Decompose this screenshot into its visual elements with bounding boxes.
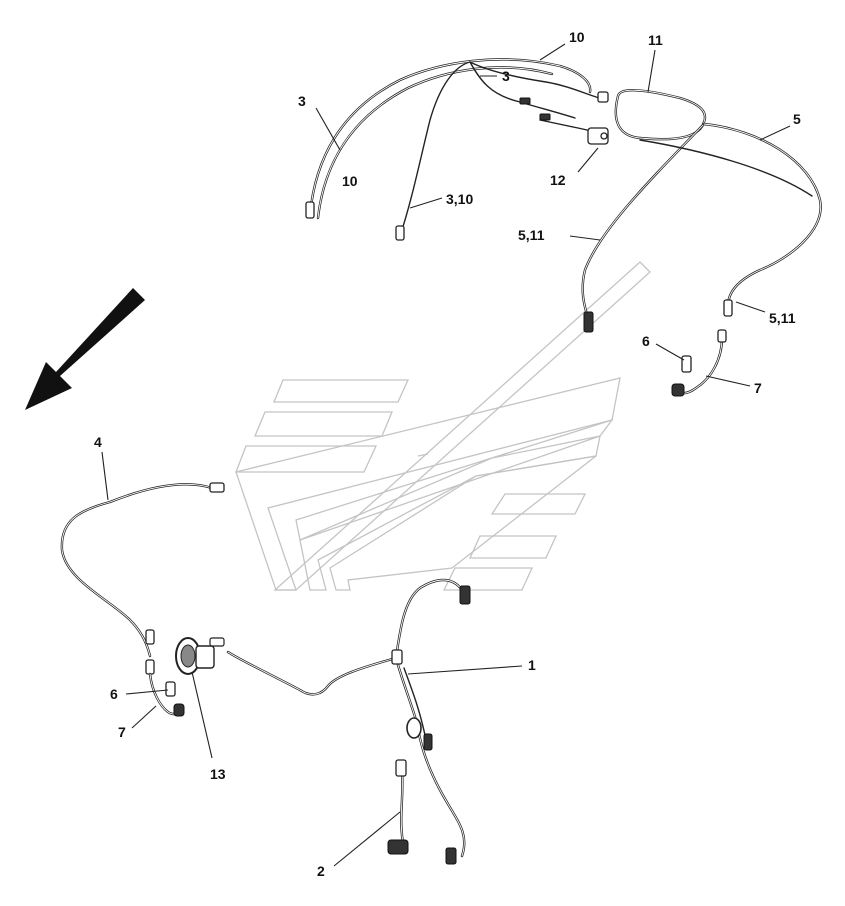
callout-11: 11 (648, 32, 663, 48)
leader-lines (101, 43, 791, 867)
callout-12: 12 (550, 172, 566, 188)
callout-7-left: 7 (118, 724, 126, 740)
callout-13: 13 (210, 766, 226, 782)
callout-3-10: 3,10 (446, 191, 473, 207)
sensor-6-7-right (671, 329, 727, 397)
callout-1: 1 (528, 657, 536, 673)
callout-7-right: 7 (754, 380, 762, 396)
callout-2: 2 (317, 863, 325, 879)
callout-10-left: 10 (342, 173, 358, 189)
callout-5-11-right: 5,11 (769, 310, 796, 326)
harness-5-11 (581, 89, 822, 333)
callout-5: 5 (793, 111, 801, 127)
sensor-6-7-left (145, 659, 185, 717)
brand-watermark-logo (235, 261, 651, 591)
callout-6-left: 6 (110, 686, 118, 702)
callout-3-top-right: 3 (502, 68, 510, 84)
arrow-down-left-icon (25, 288, 145, 410)
callout-labels: 10 11 3 3 5 10 12 3,10 5,11 5,11 6 7 4 1… (94, 29, 801, 879)
horn-13 (175, 637, 225, 675)
harness-3-10 (305, 58, 609, 241)
callout-10-top: 10 (569, 29, 585, 45)
main-harness-1 (226, 578, 471, 865)
callout-5-11-center: 5,11 (518, 227, 545, 243)
callout-6-right: 6 (642, 333, 650, 349)
sensor-2 (387, 759, 409, 855)
callout-4: 4 (94, 434, 102, 450)
harness-4 (60, 482, 225, 658)
callout-3-left: 3 (298, 93, 306, 109)
